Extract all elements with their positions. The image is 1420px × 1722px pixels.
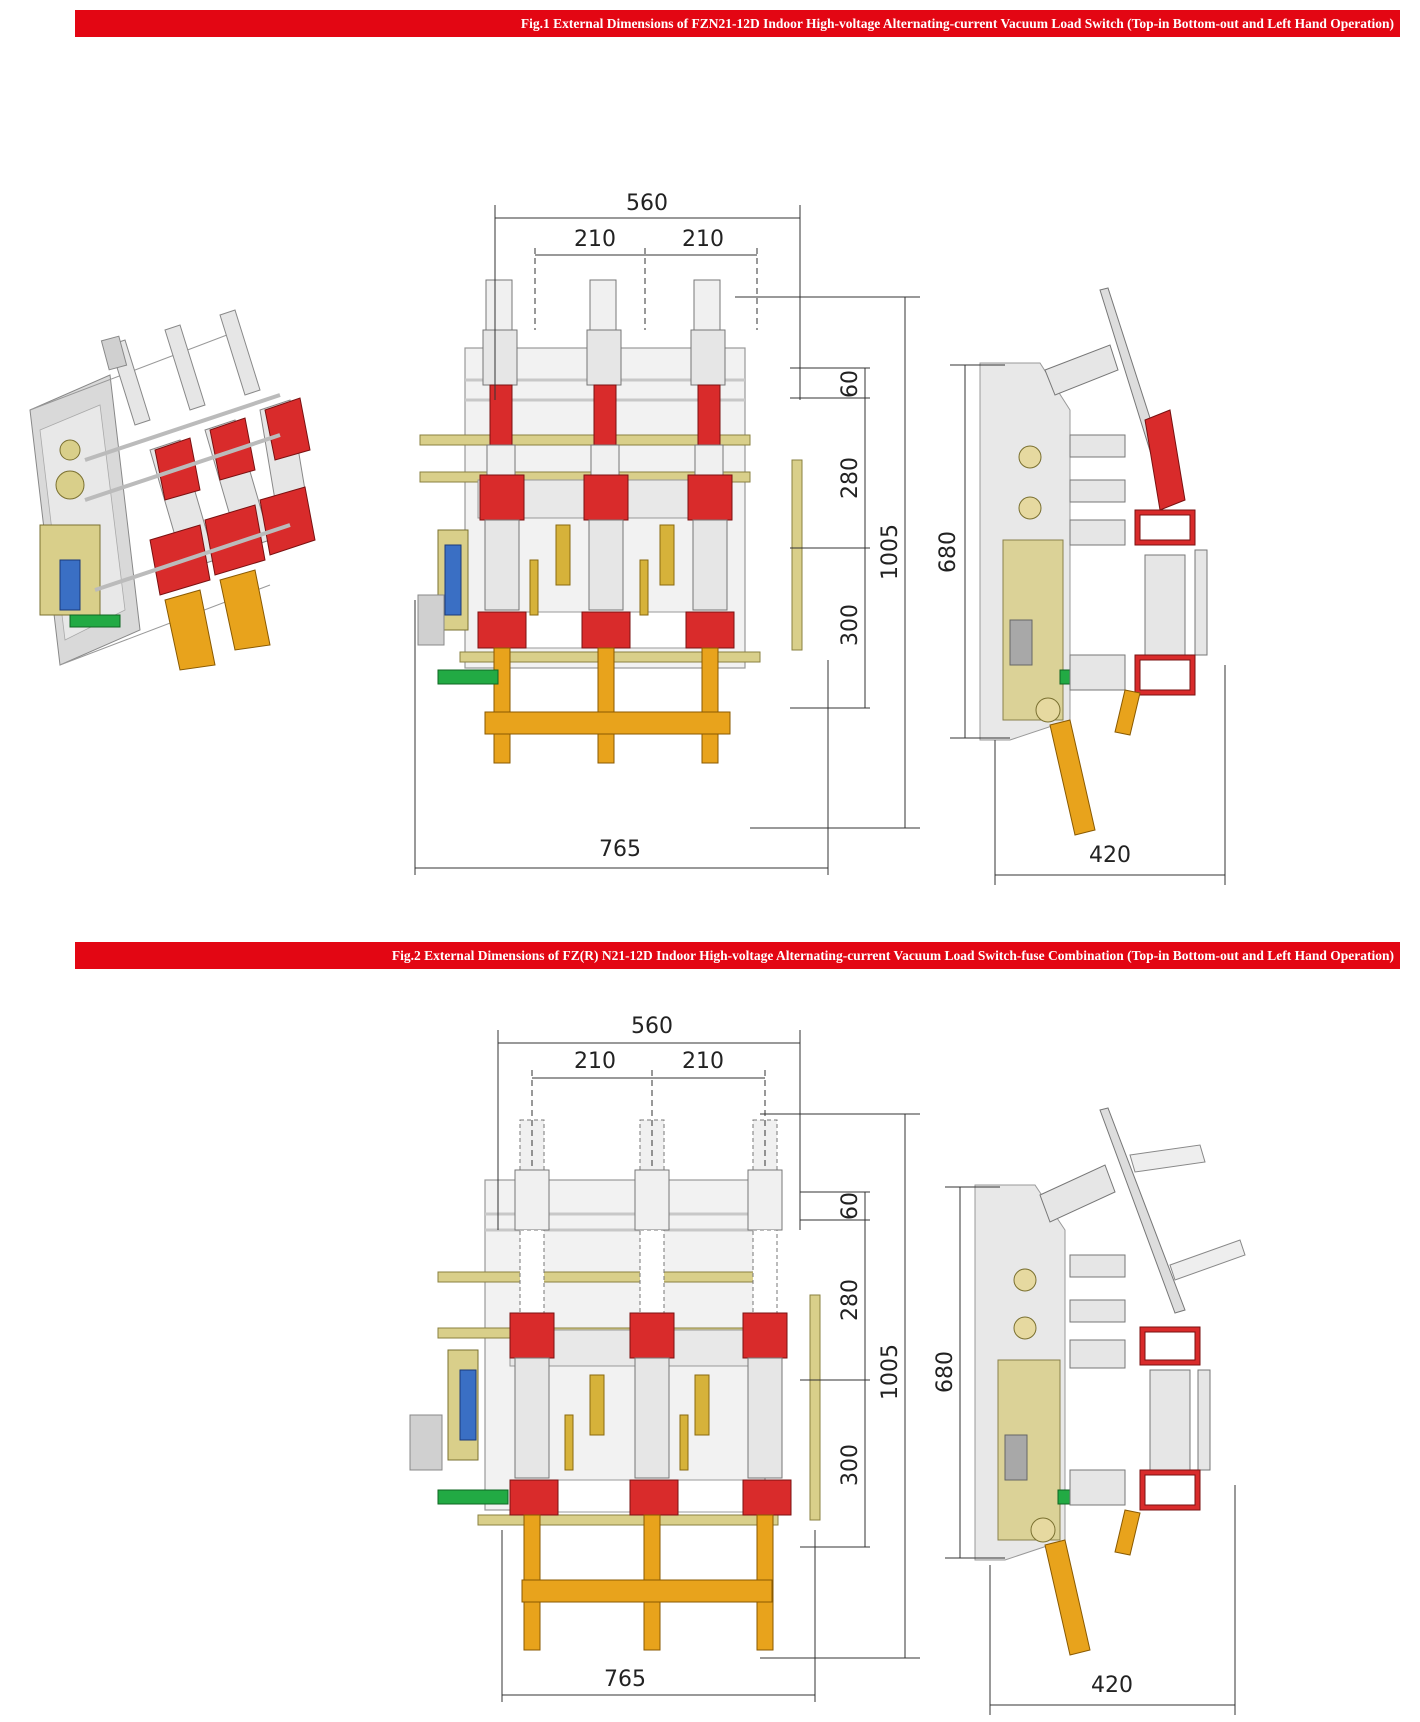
iso-phase-2 xyxy=(164,324,271,651)
dim2-height-total: 1005 xyxy=(878,1344,903,1400)
figure-2-drawing: 560 210 210 60 280 300 1005 765 xyxy=(409,1014,1246,1715)
side-view xyxy=(979,287,1208,836)
dim2-height-top: 60 xyxy=(838,1192,863,1220)
isometric-view xyxy=(29,309,316,671)
front2-phase-3 xyxy=(742,1119,792,1651)
dim-side-height: 680 xyxy=(936,531,961,573)
dim-height-low: 300 xyxy=(838,604,863,646)
dim2-height-mid: 280 xyxy=(838,1279,863,1321)
iso-phase-3 xyxy=(219,309,316,556)
front-dimension-lines-2 xyxy=(497,1030,920,1702)
figure-2-caption: Fig.2 External Dimensions of FZ(R) N21-1… xyxy=(75,942,1400,969)
dim2-pitch-left: 210 xyxy=(574,1049,616,1074)
side-view-2 xyxy=(974,1107,1246,1656)
figure-1-caption: Fig.1 External Dimensions of FZN21-12D I… xyxy=(75,10,1400,37)
front-view-2 xyxy=(409,1119,821,1651)
front-view xyxy=(417,279,803,764)
dim-width-total: 560 xyxy=(626,191,668,216)
dim2-pitch-right: 210 xyxy=(682,1049,724,1074)
dim-height-mid: 280 xyxy=(838,457,863,499)
dim-pitch-left: 210 xyxy=(574,227,616,252)
dim-height-top: 60 xyxy=(838,370,863,398)
dim-height-total: 1005 xyxy=(878,524,903,580)
dim2-height-low: 300 xyxy=(838,1444,863,1486)
dim2-side-depth: 420 xyxy=(1091,1673,1133,1698)
dim2-side-height: 680 xyxy=(933,1351,958,1393)
front-dimension-lines xyxy=(414,205,920,875)
side-dimension-lines xyxy=(950,364,1226,885)
dim2-base-width: 765 xyxy=(604,1667,646,1692)
dim-side-depth: 420 xyxy=(1089,843,1131,868)
side-dimension-lines-2 xyxy=(945,1186,1236,1715)
dim-pitch-right: 210 xyxy=(682,227,724,252)
iso-operating-mechanism xyxy=(39,439,121,628)
dim-base-width: 765 xyxy=(599,837,641,862)
figure-1-drawing: 560 210 210 60 280 300 1005 765 xyxy=(29,191,1226,885)
front2-phase-2 xyxy=(629,1119,679,1651)
dim2-width-total: 560 xyxy=(631,1014,673,1039)
